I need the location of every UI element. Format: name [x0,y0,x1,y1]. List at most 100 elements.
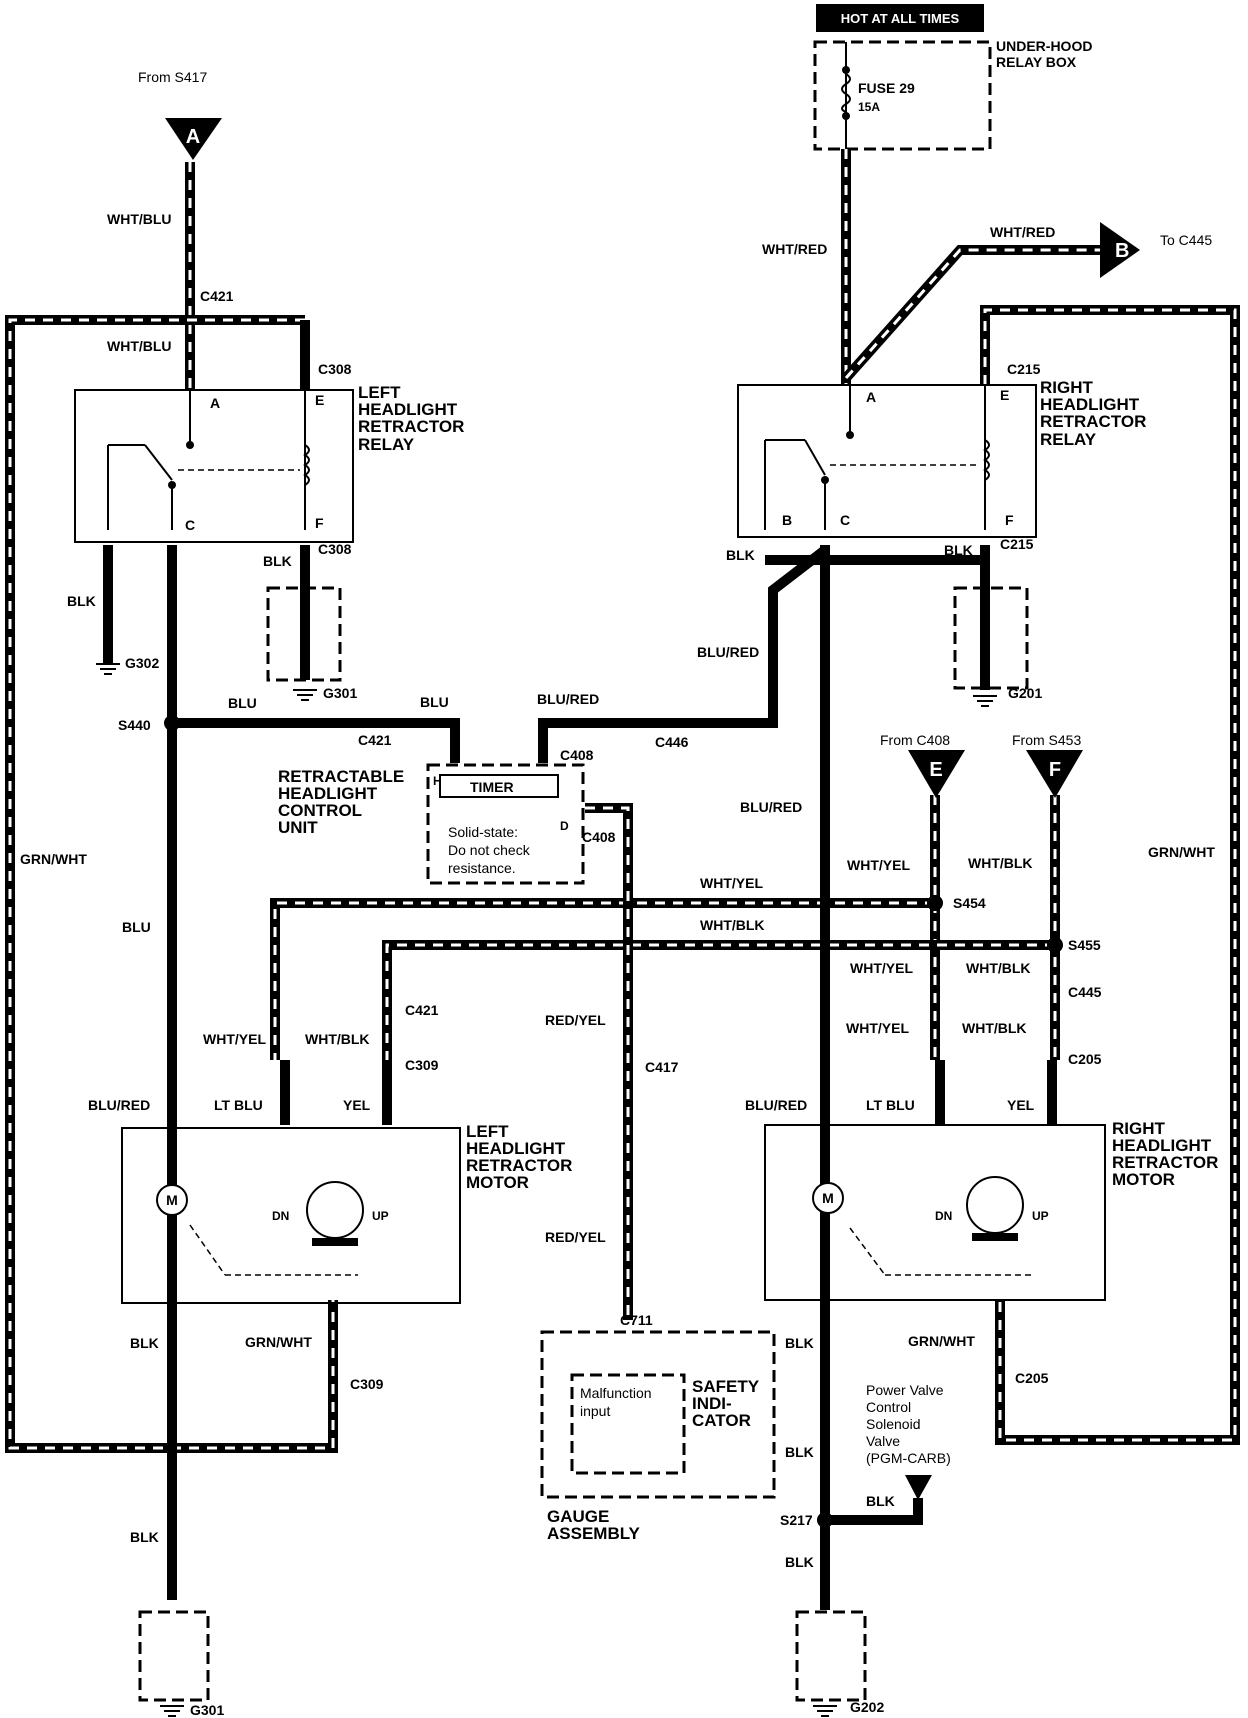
ground-g301-bottom: G301 [190,1702,224,1718]
connector-b-icon [1100,222,1140,278]
safety-line-1: SAFETY [692,1377,760,1396]
left-relay-pin-f: F [315,515,324,531]
left-motor-label-4: MOTOR [466,1173,529,1192]
label-wht-yel-4: WHT/YEL [846,1020,909,1036]
label-wht-blk-5: WHT/BLK [305,1031,370,1047]
label-blu-2: BLU [420,694,449,710]
conn-c215-bottom: C215 [1000,536,1034,552]
conn-c421-top: C421 [200,288,234,304]
conn-c421-mid: C421 [358,732,392,748]
right-motor-label-1: RIGHT [1112,1119,1166,1138]
label-yel-left: YEL [343,1097,371,1113]
control-unit-label-4: UNIT [278,818,318,837]
label-blu-red-1: BLU/RED [697,644,759,660]
malfunction-line-1: Malfunction [580,1385,652,1401]
right-motor-box [764,1124,1106,1301]
conn-c215-top: C215 [1007,361,1041,377]
power-valve-line-3: Solenoid [866,1416,921,1432]
label-blu-3: BLU [122,919,151,935]
right-relay-pin-a: A [866,389,876,405]
control-unit-box [426,763,585,885]
label-grn-wht-left-2: GRN/WHT [245,1334,312,1350]
relay-box-label-2: RELAY BOX [996,54,1077,70]
label-red-yel-2: RED/YEL [545,1229,606,1245]
from-s417-label: From S417 [138,69,207,85]
s454-splice [927,895,943,911]
left-motor-label-2: HEADLIGHT [466,1139,566,1158]
label-grn-wht-left: GRN/WHT [20,851,87,867]
label-lt-blu-left: LT BLU [214,1097,263,1113]
left-relay-label-1: LEFT [358,383,401,402]
right-motor-label-3: RETRACTOR [1112,1153,1218,1172]
conn-c408-2: C408 [582,829,616,845]
splice-s454: S454 [953,895,986,911]
right-relay-box [737,384,1037,538]
wire-wht-red [841,149,1100,385]
power-valve-arrow-icon [905,1475,932,1500]
conn-c445: C445 [1068,984,1102,1000]
label-blk-right-relay-1: BLK [726,547,755,563]
wire-red-yel [585,803,633,1320]
right-motor-dn: DN [935,1209,952,1223]
right-motor-label-4: MOTOR [1112,1170,1175,1189]
malfunction-line-2: input [580,1403,610,1419]
ground-g201: G201 [1008,685,1042,701]
label-blk-left-2: BLK [130,1529,159,1545]
to-c445-label: To C445 [1160,232,1212,248]
right-relay-pin-b: B [782,512,792,528]
label-wht-red-1: WHT/RED [762,241,827,257]
fuse-icon [841,73,851,113]
left-relay-pin-a: A [210,395,220,411]
label-grn-wht-right-2: GRN/WHT [908,1333,975,1349]
left-relay-box [74,389,354,543]
right-motor-up: UP [1032,1209,1049,1223]
fuse-rating: 15A [858,100,880,114]
splice-s440: S440 [118,717,151,733]
connector-e-label: E [929,759,942,781]
right-relay-pin-f: F [1005,512,1014,528]
g201-ground-box [953,586,1029,690]
control-unit-label-1: RETRACTABLE [278,767,404,786]
label-wht-blk-1: WHT/BLK [700,917,765,933]
ground-g301-top: G301 [323,685,357,701]
power-valve-line-1: Power Valve [866,1382,944,1398]
label-wht-blk-2: WHT/BLK [968,855,1033,871]
ground-g202: G202 [850,1699,884,1715]
connector-f-label: F [1049,759,1061,781]
label-blk-right-2: BLK [785,1444,814,1460]
splice-s455: S455 [1068,937,1101,953]
label-blu-red-2: BLU/RED [537,691,599,707]
splice-s217: S217 [780,1512,813,1528]
malfunction-input-box [570,1373,686,1475]
left-motor-switch-icon [306,1181,364,1239]
solid-state-line-2: Do not check [448,842,531,858]
s455-splice [1047,937,1063,953]
timer-box [439,774,559,798]
control-pin-h: H [433,774,442,788]
safety-line-3: CATOR [692,1411,751,1430]
wire-wht-yel-horizontal [270,898,935,1060]
solid-state-line-3: resistance. [448,860,516,876]
left-relay-label-2: HEADLIGHT [358,400,458,419]
label-blk-left-1: BLK [130,1335,159,1351]
label-blk-c308: BLK [263,553,292,569]
label-blk-right-3: BLK [785,1554,814,1570]
conn-c205-top: C205 [1068,1051,1102,1067]
left-relay-pin-e: E [315,392,324,408]
wire-wht-blk-horizontal [382,940,1055,1060]
wire-grn-wht-right [980,305,1240,1445]
label-lt-blu-right: LT BLU [866,1097,915,1113]
s440-splice [164,715,180,731]
conn-c309-top: C309 [405,1057,439,1073]
left-motor-box [121,1127,461,1304]
right-motor-icon [812,1182,844,1214]
label-blu-red-5: BLU/RED [745,1097,807,1113]
label-blk-right-relay-2: BLK [944,542,973,558]
wire-blu-to-timer [172,718,460,763]
connector-a-label: A [186,126,200,148]
conn-c308-top: C308 [318,361,352,377]
label-wht-yel-5: WHT/YEL [203,1031,266,1047]
gauge-line-2: ASSEMBLY [547,1524,641,1543]
label-yel-right: YEL [1007,1097,1035,1113]
fuse-name: FUSE 29 [858,80,915,96]
